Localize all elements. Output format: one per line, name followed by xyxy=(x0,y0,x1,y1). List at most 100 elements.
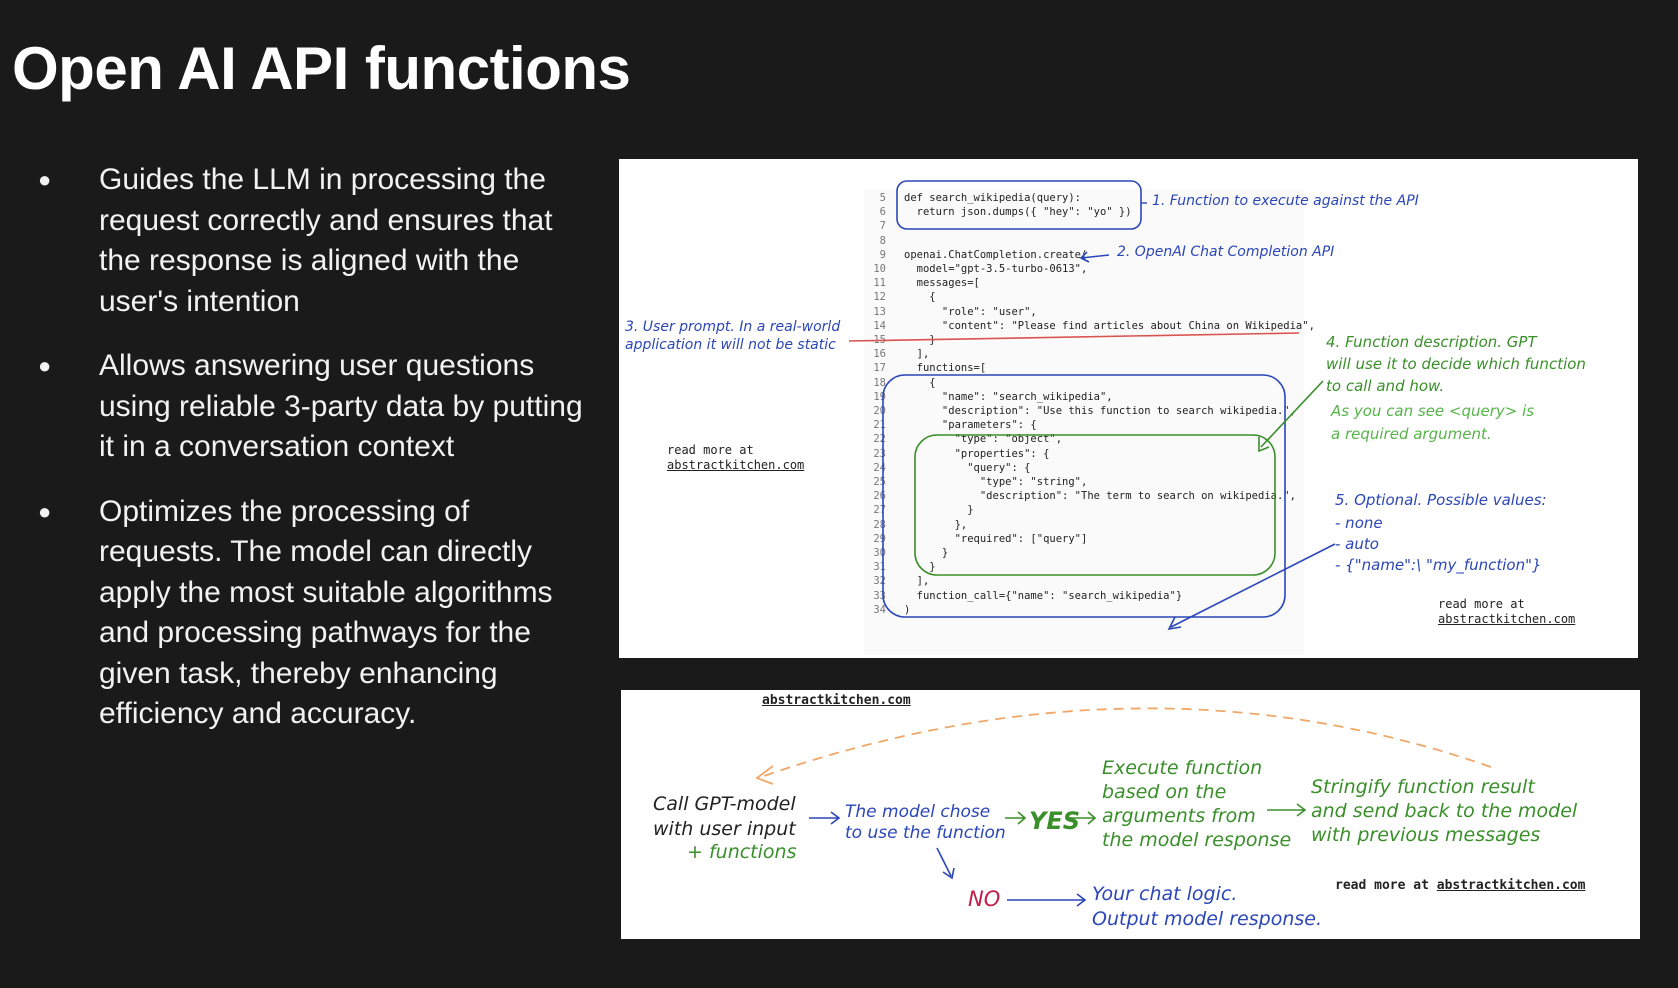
code-text: "parameters": { xyxy=(904,419,1037,432)
code-text: "properties": { xyxy=(904,447,1050,460)
line-number: 33 xyxy=(873,589,886,602)
line-number: 21 xyxy=(873,419,886,432)
code-line: 13 "role": "user", xyxy=(864,305,1036,320)
code-line: 21 "parameters": { xyxy=(864,418,1037,433)
step-execute-line2: based on the xyxy=(1102,781,1227,803)
code-line: 19 "name": "search_wikipedia", xyxy=(864,390,1113,405)
code-line: 22 "type": "object", xyxy=(864,432,1062,447)
code-line: 30 } xyxy=(864,546,948,561)
annotation-optional-line2: - none xyxy=(1335,514,1383,532)
code-text: } xyxy=(904,547,949,559)
code-line: 31 } xyxy=(864,560,936,575)
code-text: model="gpt-3.5-turbo-0613", xyxy=(904,263,1088,275)
code-text: "name": "search_wikipedia", xyxy=(904,390,1113,403)
bullet-dot-icon: ● xyxy=(38,498,52,524)
line-number: 15 xyxy=(873,334,886,346)
line-number: 31 xyxy=(873,561,886,574)
step-execute-line4: the model response xyxy=(1102,829,1292,851)
bullet-dot-icon: ● xyxy=(38,167,52,192)
slide-title: Open AI API functions xyxy=(12,35,631,102)
read-more-link[interactable]: abstractkitchen.com xyxy=(1438,612,1576,626)
line-number: 28 xyxy=(873,518,886,531)
bullet-text: Guides the LLM in processing the request… xyxy=(99,163,553,318)
annotation-user-prompt-line1: 3. User prompt. In a real-world xyxy=(625,319,841,335)
step-stringify-line1: Stringify function result xyxy=(1311,776,1535,798)
code-text: "description": "Use this function to sea… xyxy=(904,405,1296,417)
code-line: 32 ], xyxy=(864,574,929,589)
code-line: 15 } xyxy=(864,333,936,348)
step-stringify-line2: and send back to the model xyxy=(1311,800,1578,822)
code-line: 10 model="gpt-3.5-turbo-0613", xyxy=(864,262,1087,277)
read-more-link[interactable]: abstractkitchen.com xyxy=(667,458,805,472)
code-line: 28 }, xyxy=(864,518,967,533)
annotation-optional-line3: - auto xyxy=(1335,535,1379,553)
annotation-required-line2: a required argument. xyxy=(1331,425,1492,443)
code-text: }, xyxy=(904,518,968,531)
line-number: 16 xyxy=(873,348,886,361)
line-number: 26 xyxy=(873,490,886,503)
code-line: 27 } xyxy=(864,503,974,518)
line-number: 5 xyxy=(879,192,886,204)
line-number: 20 xyxy=(873,405,886,417)
line-number: 34 xyxy=(873,603,886,616)
annotation-function-description-line2: will use it to decide which function xyxy=(1326,355,1586,373)
line-number: 30 xyxy=(873,547,886,559)
read-more-link[interactable]: abstractkitchen.com xyxy=(1436,878,1586,893)
yes-label: YES xyxy=(1029,807,1081,835)
code-text: messages=[ xyxy=(904,277,980,290)
annotation-function-description-line1: 4. Function description. GPT xyxy=(1326,333,1537,351)
bullet-text: Optimizes the processing of requests. Th… xyxy=(99,494,553,731)
line-number: 18 xyxy=(873,376,886,389)
code-line: 12 { xyxy=(864,290,935,305)
annotation-optional-line1: 5. Optional. Possible values: xyxy=(1335,491,1547,509)
code-text: ) xyxy=(904,603,911,616)
code-line: 25 "type": "string", xyxy=(864,475,1087,490)
step-call-line2: with user input xyxy=(653,818,796,840)
code-text: } xyxy=(904,504,974,517)
bullet-list: ● Guides the LLM in processing the reques… xyxy=(38,160,588,759)
read-more-label: read more at xyxy=(1438,597,1525,611)
code-text: return json.dumps({ "hey": "yo" }) xyxy=(904,206,1132,219)
code-text: function_call={"name": "search_wikipedia… xyxy=(904,589,1183,602)
code-text: "content": "Please find articles about C… xyxy=(904,319,1315,332)
code-text: openai.ChatCompletion.create( xyxy=(904,248,1088,261)
code-line: 24 "query": { xyxy=(864,461,1030,476)
code-text: def search_wikipedia(query): xyxy=(904,192,1082,204)
line-number: 12 xyxy=(873,291,886,304)
bullet-item: ● Allows answering user questions using r… xyxy=(38,346,588,468)
read-more-label: read more at xyxy=(667,443,754,457)
no-label: NO xyxy=(968,887,1001,911)
line-number: 13 xyxy=(873,305,886,318)
code-line: 8 xyxy=(864,234,904,249)
code-line: 23 "properties": { xyxy=(864,447,1049,462)
code-text: functions=[ xyxy=(904,362,987,375)
annotation-function-description-line3: to call and how. xyxy=(1326,377,1445,395)
bullet-text: Allows answering user questions using re… xyxy=(99,349,583,463)
site-link[interactable]: abstractkitchen.com xyxy=(762,693,911,708)
flow-diagram-image: abstractkitchen.com Call GPT-model with … xyxy=(621,690,1640,939)
annotation-chat-completion: 2. OpenAI Chat Completion API xyxy=(1117,244,1335,260)
code-line: 5 def search_wikipedia(query): xyxy=(864,191,1081,206)
code-text: "query": { xyxy=(904,461,1031,474)
line-number: 27 xyxy=(873,504,886,517)
step-chat-logic-line2: Output model response. xyxy=(1092,908,1322,930)
bullet-dot-icon: ● xyxy=(38,353,52,378)
step-call-line1: Call GPT-model xyxy=(653,793,796,815)
code-text: } xyxy=(904,561,936,574)
code-line: 18 { xyxy=(864,376,936,391)
line-number: 17 xyxy=(873,362,886,375)
annotation-user-prompt-line2: application it will not be static xyxy=(625,337,836,353)
code-text: "type": "string", xyxy=(904,476,1088,488)
step-chose-line1: The model chose xyxy=(845,802,991,822)
line-number: 23 xyxy=(873,447,886,460)
line-number: 32 xyxy=(873,575,886,588)
code-line: 14 "content": "Please find articles abou… xyxy=(864,319,1315,334)
code-text: } xyxy=(904,334,936,346)
line-number: 19 xyxy=(873,390,886,403)
code-text: { xyxy=(904,376,936,389)
step-execute-line1: Execute function xyxy=(1102,757,1263,779)
line-number: 10 xyxy=(873,263,886,275)
read-more-label: read more at xyxy=(1335,878,1437,893)
line-number: 22 xyxy=(873,433,886,446)
